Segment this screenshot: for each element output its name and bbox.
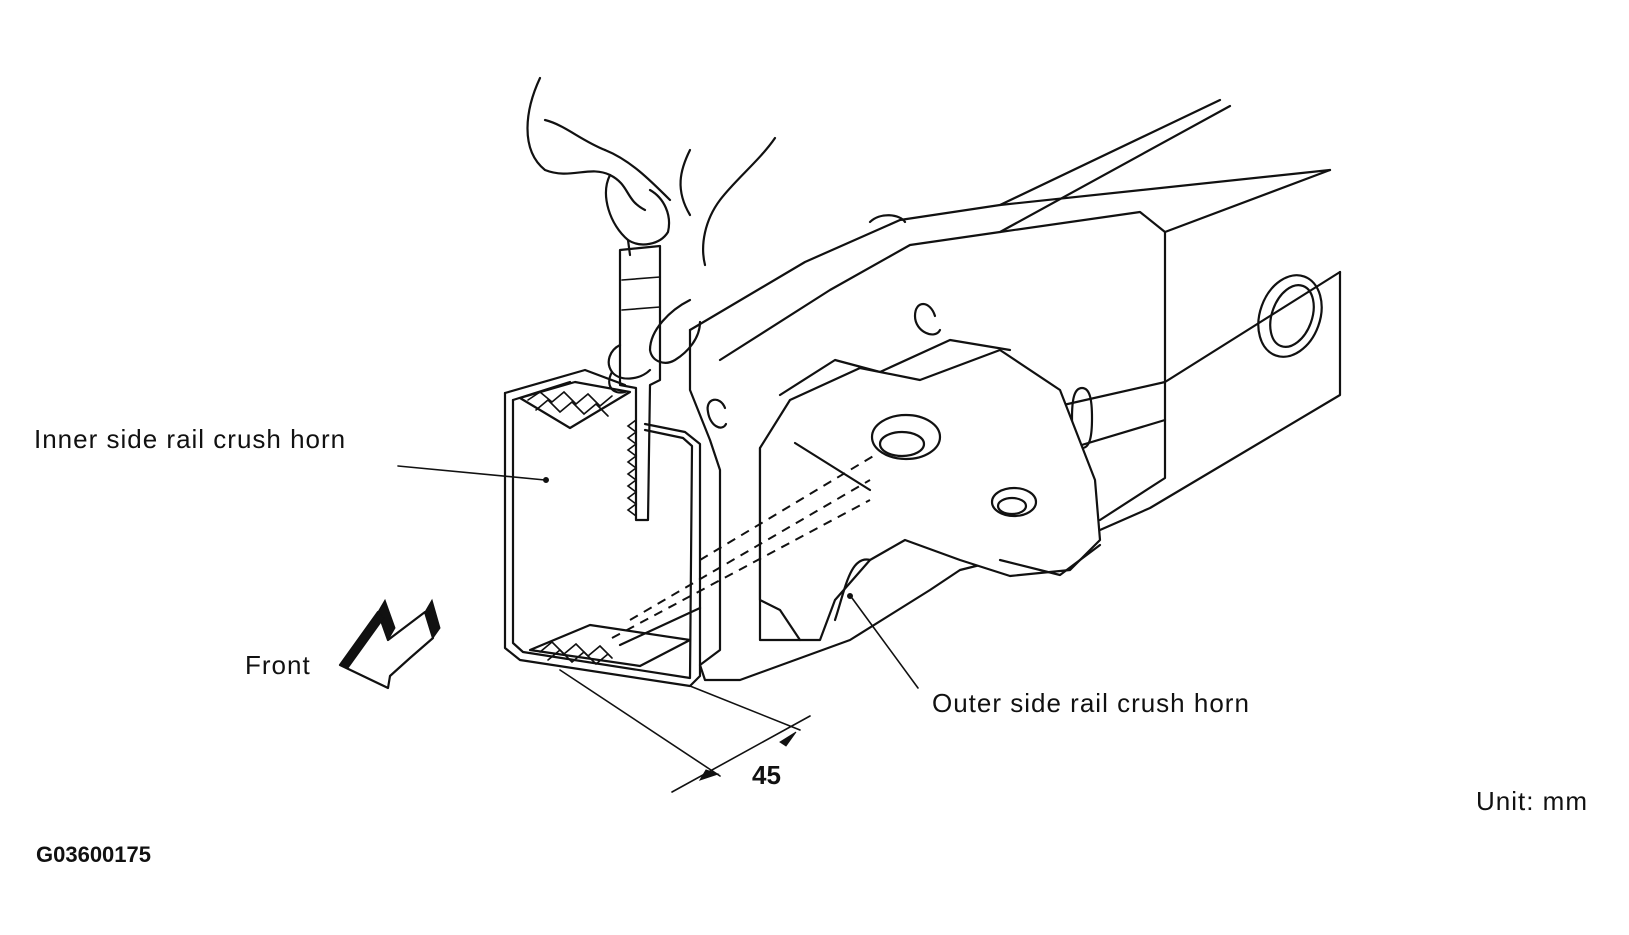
unit-label: Unit: mm xyxy=(1476,786,1588,816)
inner-crush-horn-label: Inner side rail crush horn xyxy=(34,424,347,454)
outer-crush-horn-label: Outer side rail crush horn xyxy=(932,688,1250,718)
leader-lines xyxy=(397,465,919,689)
hand-icon xyxy=(526,76,777,394)
dimension-45 xyxy=(559,669,811,793)
front-label: Front xyxy=(245,650,311,680)
inner-crush-horn xyxy=(503,368,876,688)
frame-rail xyxy=(688,98,1342,682)
dimension-label: 45 xyxy=(752,760,781,790)
saw-blade-icon xyxy=(618,244,662,522)
front-direction-arrow-icon xyxy=(338,598,441,690)
figure-code: G03600175 xyxy=(36,842,151,867)
